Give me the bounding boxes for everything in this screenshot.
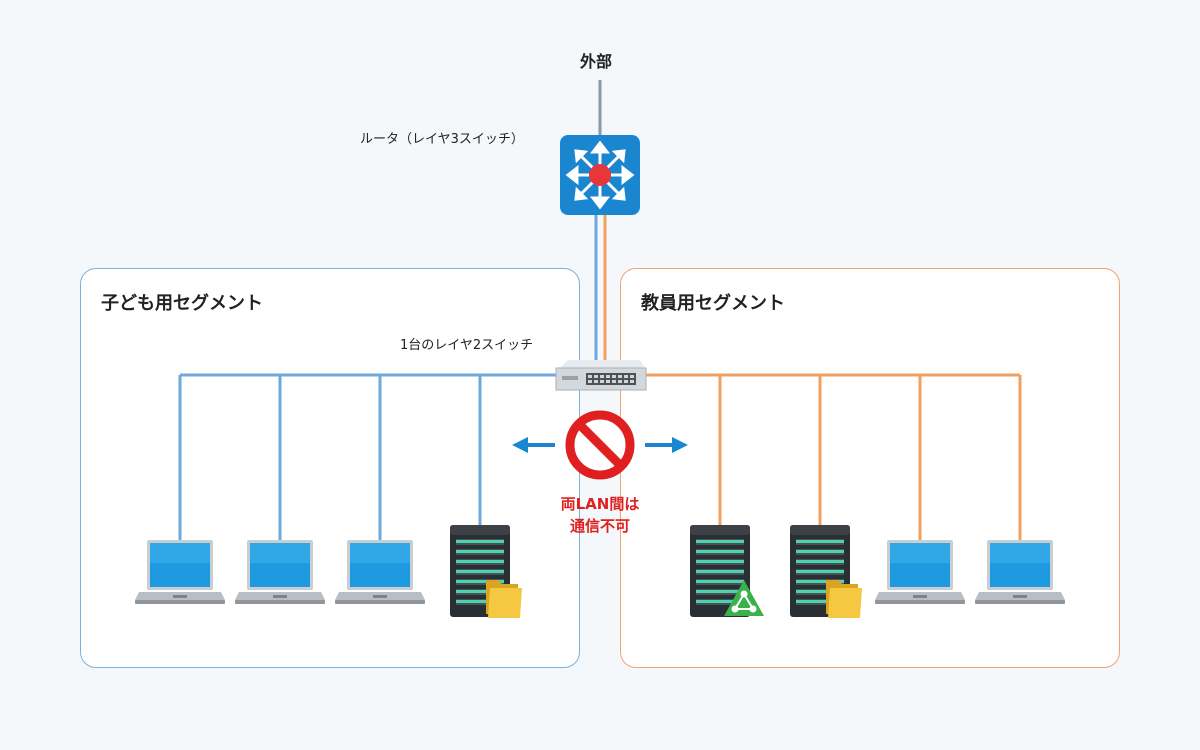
router-icon <box>560 135 640 215</box>
router-label: ルータ（レイヤ3スイッチ） <box>360 132 524 147</box>
l2-switch-label: 1台のレイヤ2スイッチ <box>400 338 534 353</box>
laptop-icon <box>975 540 1065 604</box>
children-segment-title: 子ども用セグメント <box>101 293 263 314</box>
l2-switch-icon <box>555 360 647 391</box>
laptop-icon <box>875 540 965 604</box>
blocked-label-line1: 両LAN間は <box>560 495 640 513</box>
laptop-icon <box>335 540 425 604</box>
staff-segment-title: 教員用セグメント <box>641 293 785 314</box>
external-label: 外部 <box>580 52 613 71</box>
blocked-label: 両LAN間は 通信不可 <box>520 493 680 537</box>
folder-icon <box>826 580 862 618</box>
blocked-arrows <box>512 437 688 453</box>
laptop-icon <box>135 540 225 604</box>
folder-icon <box>486 580 522 618</box>
no-entry-icon <box>565 410 635 480</box>
laptop-icon <box>235 540 325 604</box>
blocked-label-line2: 通信不可 <box>569 517 630 535</box>
